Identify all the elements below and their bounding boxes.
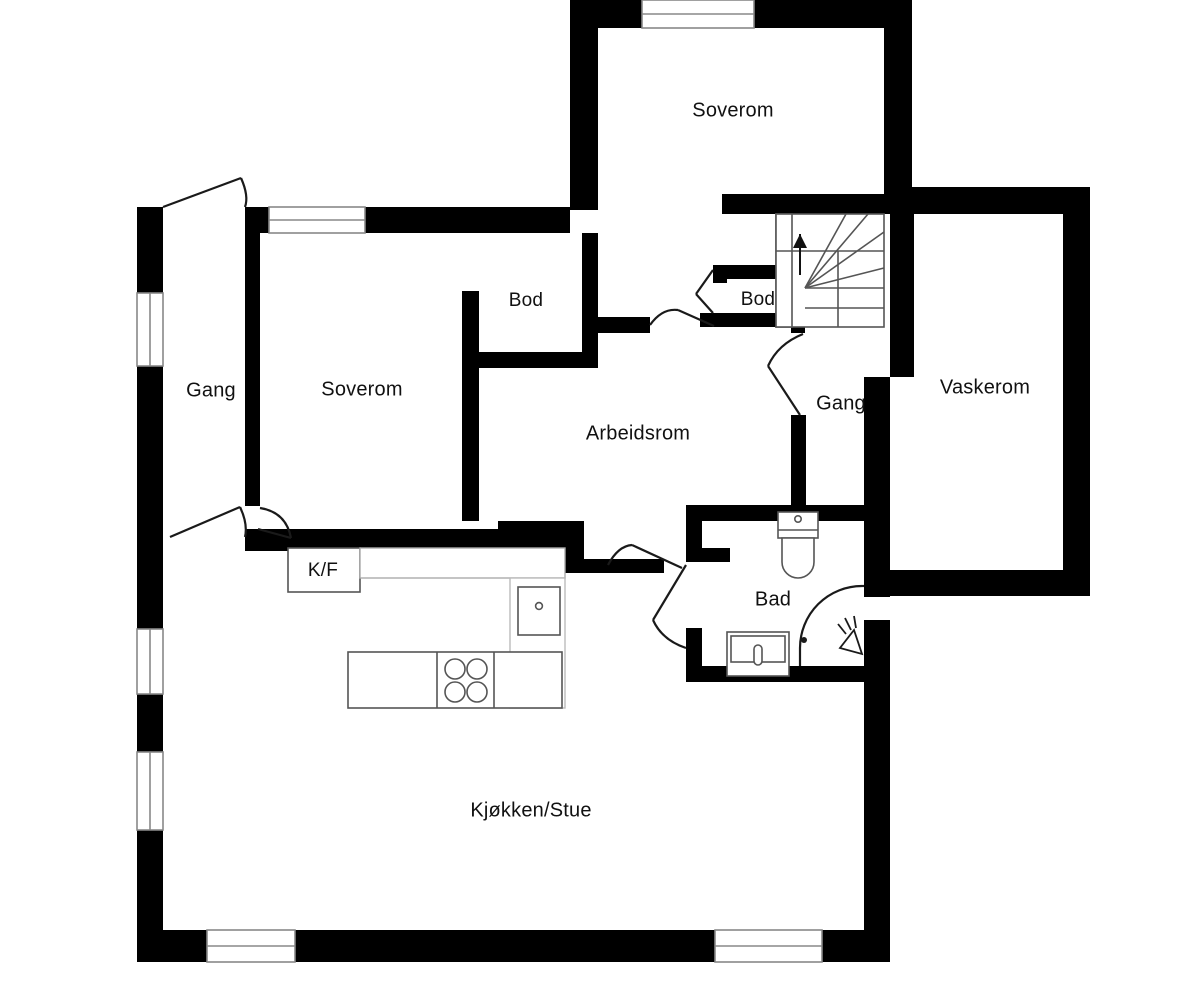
door-arbeidsrom-gang <box>766 332 804 416</box>
wall-vaskerom-left-upper <box>890 187 914 377</box>
window-bottom-1 <box>206 929 296 963</box>
wall-left-seg2 <box>137 366 163 541</box>
door-kitchen-arbeidsrom <box>607 543 683 569</box>
wall-vaskerom-bottom <box>890 570 1090 596</box>
window-upper-left <box>268 206 366 234</box>
wall-bod-right <box>582 233 598 368</box>
wall-soverom-bod <box>462 291 479 521</box>
door-entry-top <box>162 176 248 209</box>
door-bodstair <box>695 269 714 314</box>
room-label-vaskerom: Vaskerom <box>939 376 1031 399</box>
window-bottom-2 <box>714 929 823 963</box>
door-bod-left <box>649 308 715 328</box>
washbasin-fixture <box>726 631 790 677</box>
wall-arbeidsrom-top-left <box>598 317 650 333</box>
door-layer <box>162 176 864 666</box>
wall-stair-landing-top <box>722 194 892 214</box>
door-gang-soverom <box>257 506 293 540</box>
wall-bod-bottom <box>462 352 598 368</box>
fixture-layer <box>287 213 885 709</box>
wall-bottom-seg1 <box>137 930 207 962</box>
room-label-gang-right: Gang <box>816 392 866 415</box>
wall-kitchen-right-run <box>584 559 664 573</box>
wall-gang-right-vert <box>791 415 806 521</box>
wall-top-soverom-top-seg1 <box>570 0 642 28</box>
wall-left-seg1 <box>137 207 163 293</box>
wall-bad-left-upper <box>686 505 702 555</box>
room-label-kjokken-stue: Kjøkken/Stue <box>470 799 592 822</box>
wall-right-vaskerom <box>1063 187 1090 596</box>
room-label-soverom-left: Soverom <box>321 378 403 401</box>
stove-fixture <box>444 658 488 703</box>
shower-fixture <box>837 615 864 656</box>
wall-gang-soverom <box>245 233 260 506</box>
room-label-bad: Bad <box>754 588 792 611</box>
door-bad-right <box>798 584 864 666</box>
kitchen-sink-fixture <box>517 586 561 636</box>
window-layer <box>136 0 823 963</box>
window-left-2 <box>136 628 164 695</box>
door-entry-bottom <box>169 505 247 539</box>
toilet-fixture <box>777 511 819 579</box>
window-left-1 <box>136 292 164 367</box>
door-kitchen-bad <box>651 564 687 650</box>
wall-left-seg4 <box>137 694 163 752</box>
wall-top-soverom-left <box>570 0 598 210</box>
wall-bottom-seg2 <box>295 930 715 962</box>
wall-bad-stub <box>686 548 730 562</box>
wall-layer <box>137 0 1090 962</box>
wall-top-soverom-right <box>884 0 912 214</box>
wall-right-lower <box>864 620 890 962</box>
wall-bodstair-left <box>713 265 727 283</box>
room-label-gang-left: Gang <box>186 379 236 402</box>
window-top-soverom <box>641 0 755 29</box>
wall-upper-left-seg2 <box>365 207 570 233</box>
wall-vaskerom-left-lower <box>864 377 890 597</box>
room-label-soverom-top: Soverom <box>692 99 774 122</box>
wall-bad-top <box>686 505 866 521</box>
wall-upper-left-seg1 <box>245 207 269 233</box>
room-label-arbeidsrom: Arbeidsrom <box>585 422 691 445</box>
window-left-3 <box>136 751 164 831</box>
wall-kitchen-left-run <box>260 529 500 551</box>
wall-vaskerom-top <box>912 187 1090 214</box>
room-label-bod-left: Bod <box>508 290 544 311</box>
counter-fixture <box>359 547 566 579</box>
wall-left-seg3 <box>137 541 163 629</box>
staircase <box>775 213 885 328</box>
wall-gang-soverom-lower <box>245 529 260 551</box>
lower-counter-fixture <box>347 651 563 709</box>
room-label-kf-unit: K/F <box>307 560 339 581</box>
room-label-bod-stair: Bod <box>740 289 776 310</box>
